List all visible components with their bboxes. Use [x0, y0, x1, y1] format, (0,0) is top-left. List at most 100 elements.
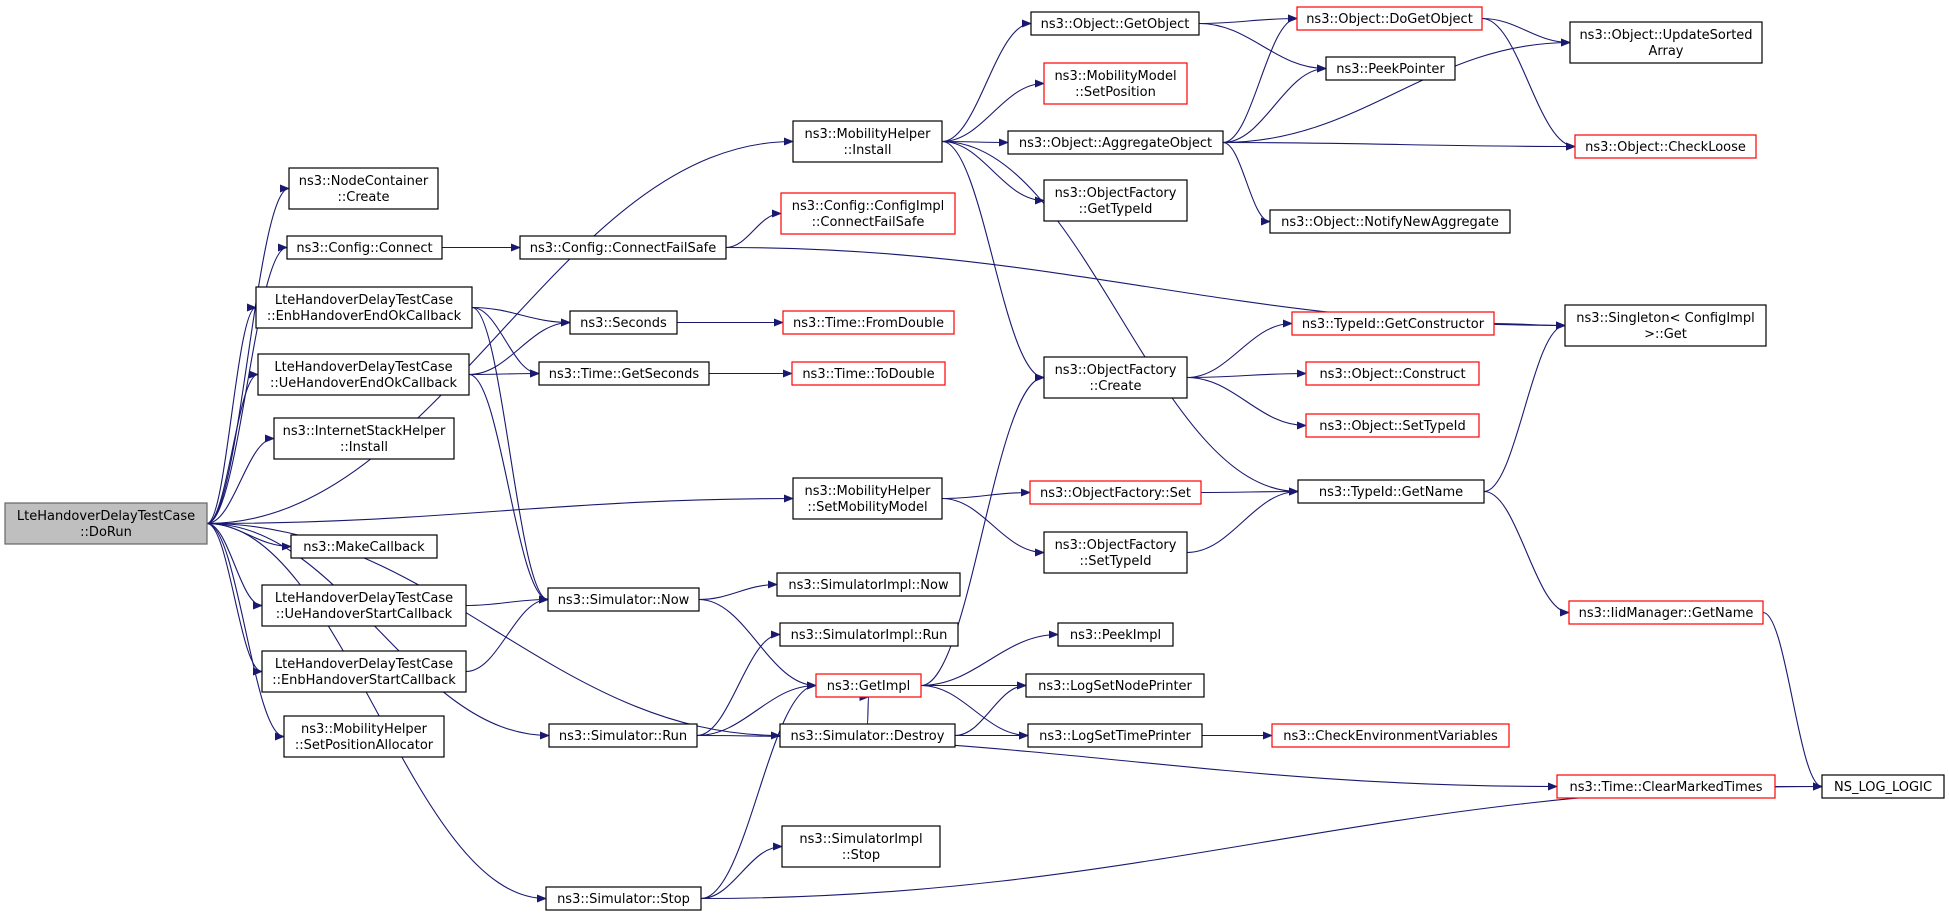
- node-box: [545, 886, 702, 911]
- node-time-todouble[interactable]: ns3::Time::ToDouble: [791, 361, 946, 386]
- node-makecb[interactable]: ns3::MakeCallback: [290, 534, 438, 559]
- call-edge: [206, 434, 275, 525]
- node-ue-start[interactable]: LteHandoverDelayTestCase::UeHandoverStar…: [261, 584, 467, 627]
- node-peekimpl[interactable]: ns3::PeekImpl: [1057, 622, 1174, 647]
- node-singleton-get[interactable]: ns3::Singleton< ConfigImpl >::Get: [1564, 304, 1767, 347]
- node-box: [779, 622, 959, 647]
- call-edge: [941, 497, 1045, 557]
- node-label: LteHandoverDelayTestCase: [274, 360, 452, 375]
- call-edge: [696, 681, 817, 737]
- call-edge: [206, 522, 547, 903]
- node-box: [1007, 130, 1224, 155]
- node-tid-getname[interactable]: ns3::TypeId::GetName: [1297, 479, 1485, 504]
- node-sim-run[interactable]: ns3::Simulator::Run: [548, 723, 698, 748]
- node-mm-setpos[interactable]: ns3::MobilityModel::SetPosition: [1043, 62, 1188, 105]
- node-box: [791, 361, 946, 386]
- node-box: [780, 192, 956, 235]
- node-box: [779, 723, 956, 748]
- node-label: LteHandoverDelayTestCase: [275, 657, 453, 672]
- node-mh-setpos[interactable]: ns3::MobilityHelper::SetPositionAllocato…: [283, 715, 445, 758]
- node-iid-getname[interactable]: ns3::IidManager::GetName: [1568, 600, 1764, 625]
- node-ish-install[interactable]: ns3::InternetStackHelper::Install: [273, 417, 455, 460]
- node-time-getseconds[interactable]: ns3::Time::GetSeconds: [538, 361, 710, 386]
- node-nc-create[interactable]: ns3::NodeContainer::Create: [288, 167, 439, 210]
- node-obj-aggregate[interactable]: ns3::Object::AggregateObject: [1007, 130, 1224, 155]
- node-tid-getctor[interactable]: ns3::TypeId::GetConstructor: [1291, 311, 1495, 336]
- node-label: ns3::Object::DoGetObject: [1306, 12, 1473, 27]
- node-box: [273, 417, 455, 460]
- node-logsetnode[interactable]: ns3::LogSetNodePrinter: [1025, 673, 1205, 698]
- node-enb-ok[interactable]: LteHandoverDelayTestCase::EnbHandoverEnd…: [255, 286, 473, 329]
- node-label: ns3::Object::UpdateSorted: [1579, 28, 1752, 43]
- node-simimpl-now[interactable]: ns3::SimulatorImpl::Now: [776, 572, 961, 597]
- call-edge: [941, 140, 1299, 496]
- node-time-fromdouble[interactable]: ns3::Time::FromDouble: [782, 310, 955, 335]
- node-box: [1325, 56, 1456, 81]
- node-mh-install[interactable]: ns3::MobilityHelper::Install: [792, 120, 943, 163]
- node-label: LteHandoverDelayTestCase: [275, 293, 453, 308]
- node-label: ns3::PeekImpl: [1070, 628, 1161, 643]
- node-dorun[interactable]: LteHandoverDelayTestCase::DoRun: [4, 502, 208, 545]
- node-box: [283, 715, 445, 758]
- call-edge: [920, 373, 1045, 687]
- node-simimpl-run[interactable]: ns3::SimulatorImpl::Run: [779, 622, 959, 647]
- call-edge: [206, 522, 263, 676]
- node-getimpl[interactable]: ns3::GetImpl: [815, 673, 922, 698]
- call-edge: [698, 580, 778, 601]
- node-obj-settypeid[interactable]: ns3::Object::SetTypeId: [1305, 413, 1480, 438]
- node-of-create[interactable]: ns3::ObjectFactory::Create: [1043, 356, 1188, 399]
- node-ns-log-logic[interactable]: NS_LOG_LOGIC: [1821, 774, 1945, 799]
- node-of-gettypeid[interactable]: ns3::ObjectFactory::GetTypeId: [1043, 179, 1188, 222]
- node-sim-stop[interactable]: ns3::Simulator::Stop: [545, 886, 702, 911]
- node-label: ::SetPositionAllocator: [295, 738, 434, 753]
- node-obj-checkloose[interactable]: ns3::Object::CheckLoose: [1574, 134, 1757, 159]
- node-obj-dogetobject[interactable]: ns3::Object::DoGetObject: [1296, 6, 1483, 31]
- node-label: ::Stop: [842, 848, 880, 863]
- node-of-settypeid[interactable]: ns3::ObjectFactory::SetTypeId: [1043, 531, 1188, 574]
- node-enb-start[interactable]: LteHandoverDelayTestCase::EnbHandoverSta…: [261, 650, 467, 693]
- node-seconds[interactable]: ns3::Seconds: [569, 310, 678, 335]
- node-ue-ok[interactable]: LteHandoverDelayTestCase::UeHandoverEndO…: [257, 353, 470, 396]
- node-label: ns3::CheckEnvironmentVariables: [1283, 729, 1498, 744]
- node-label: ns3::MobilityHelper: [804, 484, 931, 499]
- node-check-env[interactable]: ns3::CheckEnvironmentVariables: [1271, 723, 1510, 748]
- node-label: ns3::SimulatorImpl::Now: [788, 578, 949, 593]
- node-label: ns3::Time::ClearMarkedTimes: [1569, 780, 1762, 795]
- node-label: ::SetPosition: [1075, 85, 1156, 100]
- node-label: ns3::Config::ConfigImpl: [792, 199, 945, 214]
- node-logsettime[interactable]: ns3::LogSetTimePrinter: [1027, 723, 1203, 748]
- node-label: ns3::Object::SetTypeId: [1319, 419, 1465, 434]
- node-label: ns3::TypeId::GetConstructor: [1302, 317, 1485, 332]
- node-time-clearmarked[interactable]: ns3::Time::ClearMarkedTimes: [1556, 774, 1776, 799]
- node-sim-now[interactable]: ns3::Simulator::Now: [547, 587, 700, 612]
- node-box: [290, 534, 438, 559]
- node-of-set[interactable]: ns3::ObjectFactory::Set: [1029, 480, 1202, 505]
- node-obj-construct[interactable]: ns3::Object::Construct: [1305, 361, 1480, 386]
- node-box: [1291, 311, 1495, 336]
- node-box: [547, 587, 700, 612]
- call-edge: [471, 306, 549, 604]
- node-cfg-impl-cfs[interactable]: ns3::Config::ConfigImpl::ConnectFailSafe: [780, 192, 956, 235]
- node-label: ns3::Seconds: [580, 316, 667, 331]
- call-edge: [941, 488, 1031, 500]
- node-peekpointer[interactable]: ns3::PeekPointer: [1325, 56, 1456, 81]
- node-label: ns3::IidManager::GetName: [1579, 606, 1754, 621]
- node-cfg-connect[interactable]: ns3::Config::Connect: [286, 235, 443, 260]
- call-edge: [1762, 611, 1823, 791]
- node-label: ns3::MakeCallback: [303, 540, 425, 555]
- node-box: [288, 167, 439, 210]
- call-edge: [1222, 141, 1576, 151]
- node-label: ns3::PeekPointer: [1336, 62, 1445, 77]
- node-label: ns3::Time::GetSeconds: [549, 367, 700, 382]
- node-cfg-cfs[interactable]: ns3::Config::ConnectFailSafe: [519, 235, 727, 260]
- call-edge: [920, 684, 1029, 740]
- node-mh-setmob[interactable]: ns3::MobilityHelper::SetMobilityModel: [792, 477, 943, 520]
- call-edge: [941, 79, 1045, 143]
- node-obj-getobject[interactable]: ns3::Object::GetObject: [1030, 11, 1200, 36]
- node-sim-destroy[interactable]: ns3::Simulator::Destroy: [779, 723, 956, 748]
- node-label: ns3::Config::ConnectFailSafe: [530, 241, 717, 256]
- node-label: LteHandoverDelayTestCase: [17, 509, 195, 524]
- node-obj-notify[interactable]: ns3::Object::NotifyNewAggregate: [1269, 209, 1511, 234]
- node-simimpl-stop[interactable]: ns3::SimulatorImpl::Stop: [781, 825, 941, 868]
